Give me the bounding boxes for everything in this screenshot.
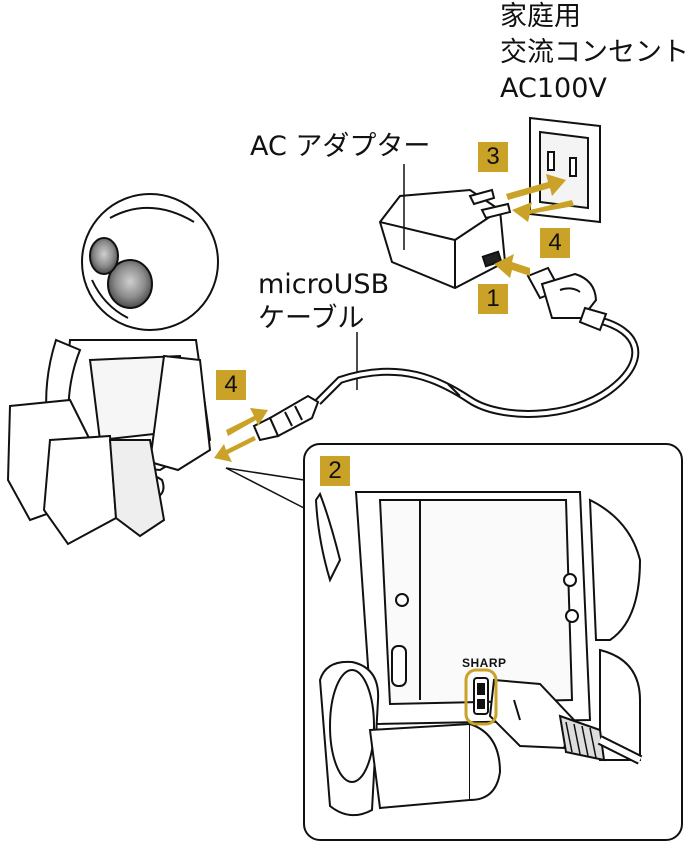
step-badge-4-outlet: 4: [540, 228, 570, 258]
ac-adapter: [378, 188, 512, 290]
cable-label-line1: microUSB: [258, 269, 390, 300]
robot: [6, 193, 219, 546]
port-highlight-ring: [464, 668, 498, 726]
cable-label-line2: ケーブル: [258, 303, 365, 334]
callout-line-top: [225, 467, 305, 509]
inset-robot-back: [314, 491, 642, 817]
outlet-label-line3: AC100V: [500, 73, 607, 104]
step-badge-4-robot: 4: [216, 370, 246, 400]
micro-usb-plug: [252, 394, 320, 442]
adapter-label: AC アダプター: [250, 131, 431, 162]
outlet-label-line2: 交流コンセント: [500, 37, 689, 68]
step-badge-3: 3: [478, 142, 508, 172]
step-badge-2: 2: [320, 456, 350, 486]
usb-a-plug: [526, 266, 608, 332]
brand-logo: SHARP: [462, 656, 507, 670]
outlet-label-line1: 家庭用: [500, 1, 581, 32]
inset-micro-usb-plug: [488, 678, 643, 765]
step-badge-1: 1: [478, 284, 508, 314]
usb-cable: [315, 316, 640, 418]
callout-line-bottom: [225, 467, 305, 481]
